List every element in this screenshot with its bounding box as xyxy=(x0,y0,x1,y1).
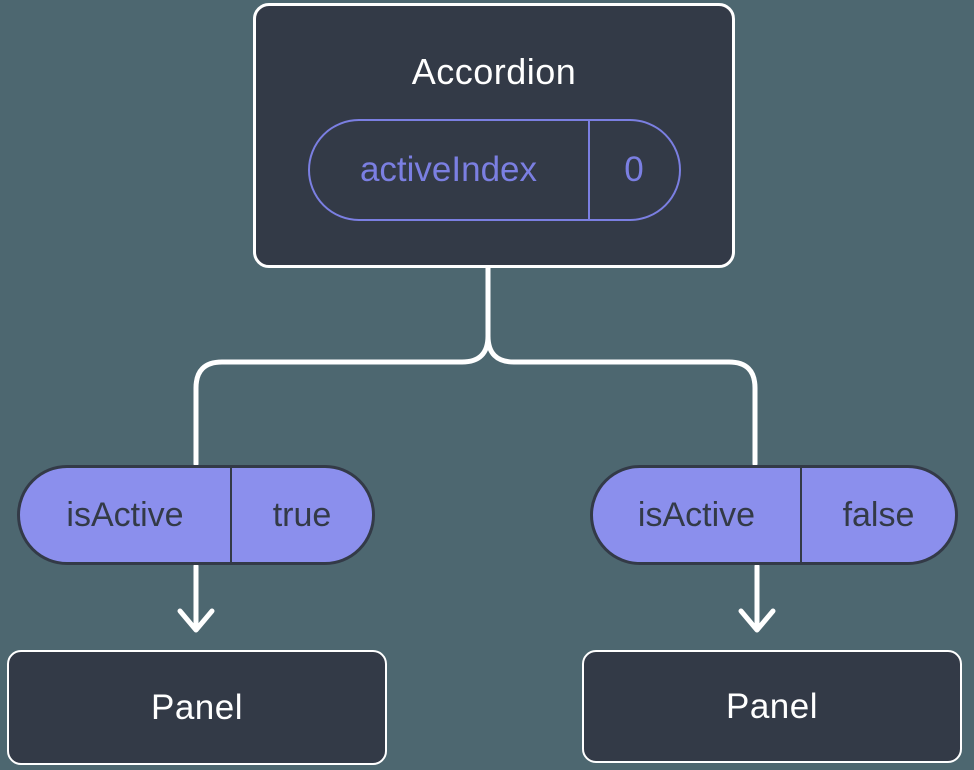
active-index-prop-pill: activeIndex 0 xyxy=(307,119,681,221)
left-down-arrow-head-icon xyxy=(177,608,215,633)
panel-node-title: Panel xyxy=(150,687,244,727)
prop-value-label: false xyxy=(800,468,955,562)
accordion-node-title: Accordion xyxy=(411,51,577,92)
right-down-arrow-head-icon xyxy=(738,608,776,633)
is-active-pill-right: isActive false xyxy=(590,465,958,565)
is-active-pill-left: isActive true xyxy=(17,465,375,565)
root-to-right-branch-line xyxy=(485,263,758,467)
root-to-left-branch-line xyxy=(193,263,491,467)
panel-node-title: Panel xyxy=(725,686,819,726)
prop-value-label: true xyxy=(230,468,372,562)
prop-name-label: isActive xyxy=(66,495,184,534)
panel-node-left: Panel xyxy=(7,650,387,765)
accordion-node: Accordion activeIndex 0 xyxy=(253,3,735,268)
prop-name-label: isActive xyxy=(637,495,756,534)
prop-value-label: 0 xyxy=(587,121,679,219)
prop-name-label: activeIndex xyxy=(359,150,538,189)
panel-node-right: Panel xyxy=(582,650,962,763)
